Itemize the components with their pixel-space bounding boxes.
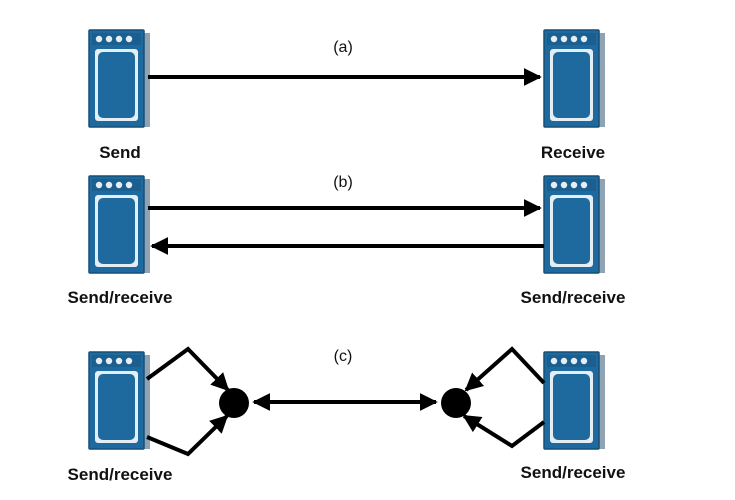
left-node [219, 388, 249, 418]
send-device-icon [88, 29, 151, 128]
section-b: (b) Send/receive Send/receive [68, 174, 626, 307]
left-device-label: Send/receive [68, 465, 173, 484]
right-device-label: Send/receive [521, 288, 626, 307]
right-device-icon [543, 175, 606, 274]
right-upper-loop-arrow [464, 346, 546, 392]
left-device-label: Send/receive [68, 288, 173, 307]
left-device-icon [88, 351, 151, 450]
sender-label: Send [99, 143, 141, 162]
left-upper-loop-arrow [145, 346, 230, 392]
section-c-label: (c) [334, 348, 353, 365]
section-b-label: (b) [333, 174, 353, 191]
section-c: (c) Send/receive Send/receive [68, 346, 626, 484]
section-a: (a) Send Receive [88, 29, 606, 162]
right-lower-loop-arrow [462, 414, 546, 449]
section-a-label: (a) [333, 39, 353, 56]
receive-device-icon [543, 29, 606, 128]
right-node [441, 388, 471, 418]
left-lower-loop-arrow [146, 414, 229, 457]
right-device-icon [543, 351, 606, 450]
right-device-label: Send/receive [521, 463, 626, 482]
left-device-icon [88, 175, 151, 274]
receiver-label: Receive [541, 143, 605, 162]
